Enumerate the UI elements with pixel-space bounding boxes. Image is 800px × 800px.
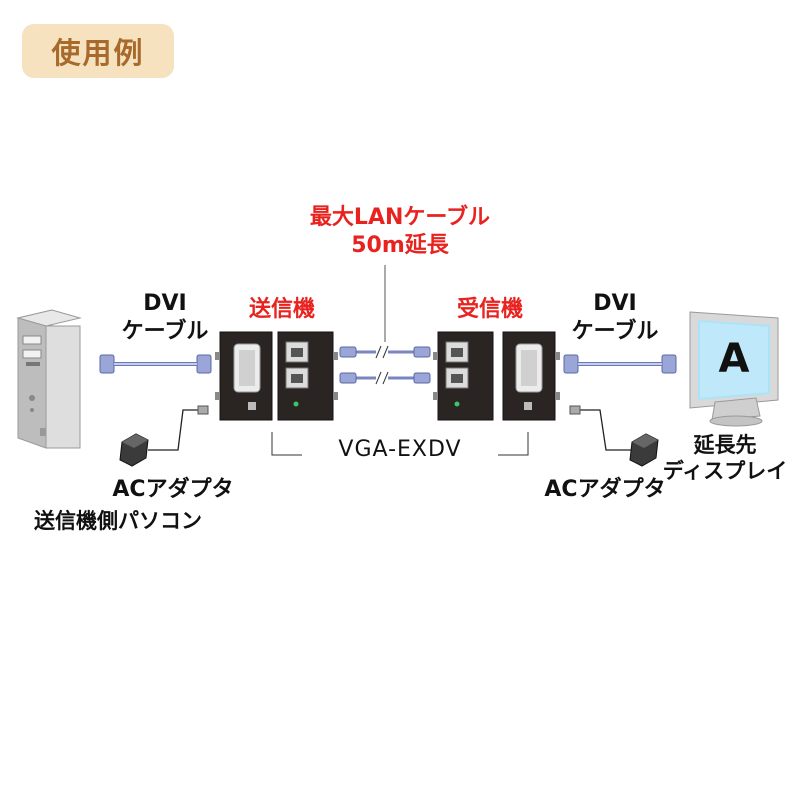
dvi-right-line2: ケーブル <box>571 318 659 344</box>
display-label-line2: ディスプレイ <box>662 459 788 484</box>
dvi-cable-label-right: DVI ケーブル <box>560 290 670 345</box>
ac-adapter-label-left: ACアダプタ <box>112 477 234 502</box>
dvi-left-line2: ケーブル <box>121 318 209 344</box>
pc-label: 送信機側パソコン <box>34 509 202 533</box>
ac-adapter-right-icon <box>569 405 659 467</box>
dvi-cable-right <box>563 354 677 374</box>
model-bracket <box>271 432 529 456</box>
receiver-label: 受信機 <box>456 297 523 322</box>
monitor-letter: A <box>719 336 750 382</box>
dvi-right-line1: DVI <box>593 291 637 316</box>
sender-label: 送信機 <box>248 297 315 322</box>
lan-cable-label-line2: 50m延長 <box>351 232 449 258</box>
receiver-unit-icon <box>433 331 560 421</box>
model-name: VGA-EXDV <box>338 437 462 462</box>
pc-tower-icon <box>16 309 82 449</box>
lan-cable-label-line1: 最大LANケーブル <box>309 205 491 230</box>
monitor-icon: A <box>689 311 779 427</box>
dvi-cable-left <box>99 354 212 374</box>
sender-unit-icon <box>215 331 338 421</box>
lan-cables <box>339 265 431 385</box>
usage-example-badge: 使用例 <box>22 24 174 78</box>
dvi-cable-label-left: DVI ケーブル <box>110 290 220 345</box>
dvi-left-line1: DVI <box>143 291 187 316</box>
lan-cable-label: 最大LANケーブル 50m延長 <box>250 204 550 259</box>
ac-adapter-left-icon <box>119 405 209 467</box>
display-label: 延長先 ディスプレイ <box>660 432 790 485</box>
display-label-line1: 延長先 <box>693 433 757 457</box>
ac-adapter-label-right: ACアダプタ <box>544 477 666 502</box>
